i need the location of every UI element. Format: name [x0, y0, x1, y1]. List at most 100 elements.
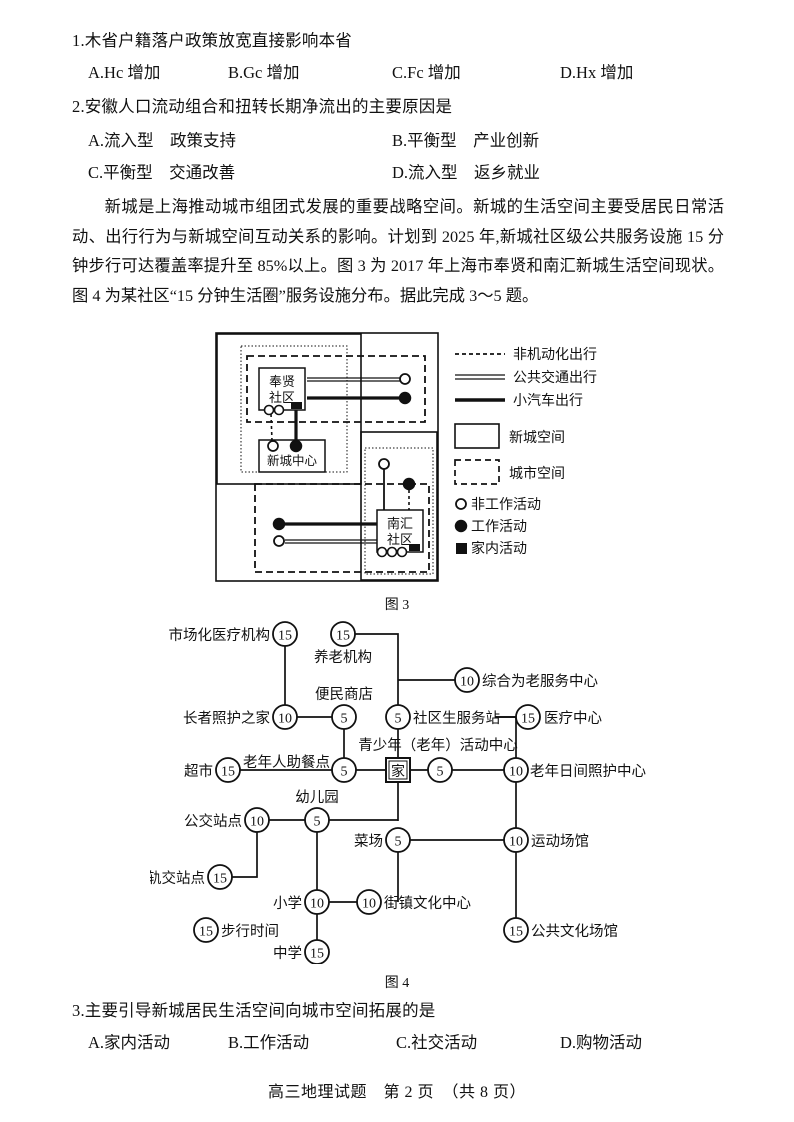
fig4-node-zonghe[interactable]: 10 综合为老服务中心 — [454, 667, 598, 693]
question-3-option-d[interactable]: D.购物活动 — [560, 1032, 642, 1054]
fig4-node-yundong[interactable]: 10 运动场馆 — [503, 827, 589, 853]
fig3-fengxian-home-square — [291, 402, 302, 409]
fig3-urban-space-lower-dotted — [364, 447, 434, 575]
legend-label-newtown-space: 新城空间 — [509, 430, 565, 446]
option-label: D. — [392, 163, 409, 182]
option-label: D. — [560, 63, 577, 82]
question-2-option-d[interactable]: D.流入型 返乡就业 — [392, 162, 540, 184]
legend-value: 15 — [199, 925, 213, 940]
option-text: 平衡型 交通改善 — [103, 163, 236, 182]
node-label: 中学 — [273, 945, 302, 962]
figure-3: 奉贤 社区 新城中心 — [215, 332, 635, 587]
question-1-option-b[interactable]: B.Gc 增加 — [228, 62, 300, 84]
fig4-node-jiezhen[interactable]: 10 街镇文化中心 — [356, 889, 471, 915]
node-value: 15 — [521, 712, 535, 727]
fig4-node-bianmin[interactable]: 5 便民商店 — [315, 686, 373, 730]
fig4-edge-gongjiao-to-guijiao — [232, 832, 258, 878]
fig4-node-shichanghua[interactable]: 15 市场化医疗机构 — [169, 621, 298, 647]
question-3-text: 主要引导新城居民生活空间向城市空间拓展的是 — [84, 1001, 436, 1020]
fig4-node-chaoshi[interactable]: 15 超市 — [184, 757, 241, 783]
fig3-node-work-above-nanhui — [402, 477, 416, 491]
legend-solid-box-icon — [454, 423, 500, 449]
option-text: 平衡型 产业创新 — [407, 131, 540, 150]
node-label: 幼儿园 — [295, 789, 339, 806]
fig4-node-yanglao[interactable]: 15 养老机构 — [314, 621, 372, 666]
fig4-node-zhongxue[interactable]: 15 中学 — [273, 939, 330, 965]
question-2-option-c[interactable]: C.平衡型 交通改善 — [88, 162, 235, 184]
node-value: 10 — [362, 897, 376, 912]
fig4-node-guijiao[interactable]: 15 轨交站点 — [147, 864, 233, 890]
passage-text: 新城是上海推动城市组团式发展的重要战略空间。新城的生活空间主要受居民日常活动、出… — [72, 197, 724, 305]
node-label: 小学 — [273, 895, 302, 912]
fig4-node-caichang[interactable]: 5 菜场 — [354, 827, 411, 853]
fig3-outer-frame — [215, 332, 439, 582]
node-label: 公交站点 — [184, 812, 242, 830]
fig3-nanhui-nonwork-circle-3 — [396, 546, 408, 558]
question-1-option-d[interactable]: D.Hx 增加 — [560, 62, 633, 84]
legend-open-circle-icon — [455, 498, 467, 510]
question-2-number: 2. — [72, 97, 85, 116]
question-2-option-b[interactable]: B.平衡型 产业创新 — [392, 130, 539, 152]
fig3-fengxian-label-line1: 奉贤 — [269, 374, 295, 389]
question-2-option-a[interactable]: A.流入型 政策支持 — [88, 130, 236, 152]
node-value: 5 — [437, 765, 444, 780]
node-value: 5 — [341, 712, 348, 727]
node-value: 5 — [395, 712, 402, 727]
node-label: 家 — [391, 763, 405, 780]
fig3-node-work-upper-right — [398, 391, 412, 405]
node-label: 老年人助餐点 — [243, 754, 330, 771]
fig3-newtown-center-label: 新城中心 — [267, 453, 318, 468]
figure-4-svg: 15 市场化医疗机构 15 养老机构 10 综合为老服务中心 10 长者照护之家 — [147, 621, 646, 965]
fig3-city-space-upper — [246, 355, 426, 423]
fig4-node-shequsheng[interactable]: 5 社区生服务站 — [385, 704, 500, 730]
question-3-number: 3. — [72, 1001, 85, 1020]
node-label: 市场化医疗机构 — [169, 627, 271, 644]
fig4-node-gongjiao[interactable]: 10 公交站点 — [184, 807, 270, 833]
node-value: 5 — [341, 765, 348, 780]
legend-label: 步行时间 — [221, 923, 279, 940]
node-label: 长者照护之家 — [183, 710, 270, 727]
node-value: 5 — [395, 835, 402, 850]
fig4-legend-walking-time: 15 步行时间 — [193, 917, 279, 943]
option-text: Hx 增加 — [576, 63, 634, 82]
fig4-node-zhangzhe[interactable]: 10 长者照护之家 — [183, 704, 298, 730]
node-label: 运动场馆 — [531, 833, 589, 850]
fig3-fengxian-nonwork-circle-2 — [273, 404, 285, 416]
figure-3-caption: 图 3 — [384, 598, 410, 613]
fig3-newtown-center-nonwork-node — [267, 440, 279, 452]
question-3-option-b[interactable]: B.工作活动 — [228, 1032, 309, 1054]
node-label: 街镇文化中心 — [384, 895, 471, 912]
node-label: 菜场 — [354, 833, 383, 850]
node-label: 养老机构 — [314, 649, 372, 666]
fig3-legend: 非机动化出行 公共交通出行 小汽车出行 新城空间 城市空间 非工作活动 工作活动… — [454, 347, 597, 557]
question-1-option-c[interactable]: C.Fc 增加 — [392, 62, 461, 84]
legend-label-home: 家内活动 — [471, 540, 527, 557]
node-value: 10 — [460, 675, 474, 690]
fig4-node-gonggongwenhua[interactable]: 15 公共文化场馆 — [503, 917, 618, 943]
node-label: 公共文化场馆 — [531, 923, 618, 940]
fig3-nanhui-label-line1: 南汇 — [387, 516, 413, 531]
fig4-node-home[interactable]: 家 — [385, 757, 411, 783]
option-text: 社交活动 — [411, 1033, 478, 1052]
option-text: Gc 增加 — [243, 63, 300, 82]
fig4-node-youeryuan[interactable]: 5 幼儿园 — [295, 789, 339, 833]
option-label: B. — [228, 1033, 244, 1052]
figure-4-caption: 图 4 — [384, 976, 410, 991]
option-label: B. — [228, 63, 244, 82]
question-1-option-a[interactable]: A.Hc 增加 — [88, 62, 160, 84]
figure-3-svg: 奉贤 社区 新城中心 — [215, 332, 597, 582]
fig4-node-laonianren[interactable]: 5 老年人助餐点 — [243, 754, 357, 783]
question-3-option-c[interactable]: C.社交活动 — [396, 1032, 477, 1054]
question-3-option-a[interactable]: A.家内活动 — [88, 1032, 170, 1054]
fig3-fengxian-label-line2: 社区 — [269, 390, 295, 405]
fig4-node-laonianrijian[interactable]: 10 老年日间照护中心 — [503, 757, 646, 783]
fig4-node-yiliao[interactable]: 15 医疗中心 — [515, 704, 602, 730]
option-label: A. — [88, 131, 105, 150]
node-value: 5 — [314, 815, 321, 830]
fig4-node-xiaoxue[interactable]: 10 小学 — [273, 889, 330, 915]
fig4-node-qingshaonian[interactable]: 5 青少年（老年）活动中心 — [358, 737, 518, 783]
node-label: 社区生服务站 — [413, 710, 500, 727]
fig4-edge-yanglao-to-shequ — [355, 633, 399, 707]
fig3-node-nonwork-lower-left — [273, 535, 285, 547]
